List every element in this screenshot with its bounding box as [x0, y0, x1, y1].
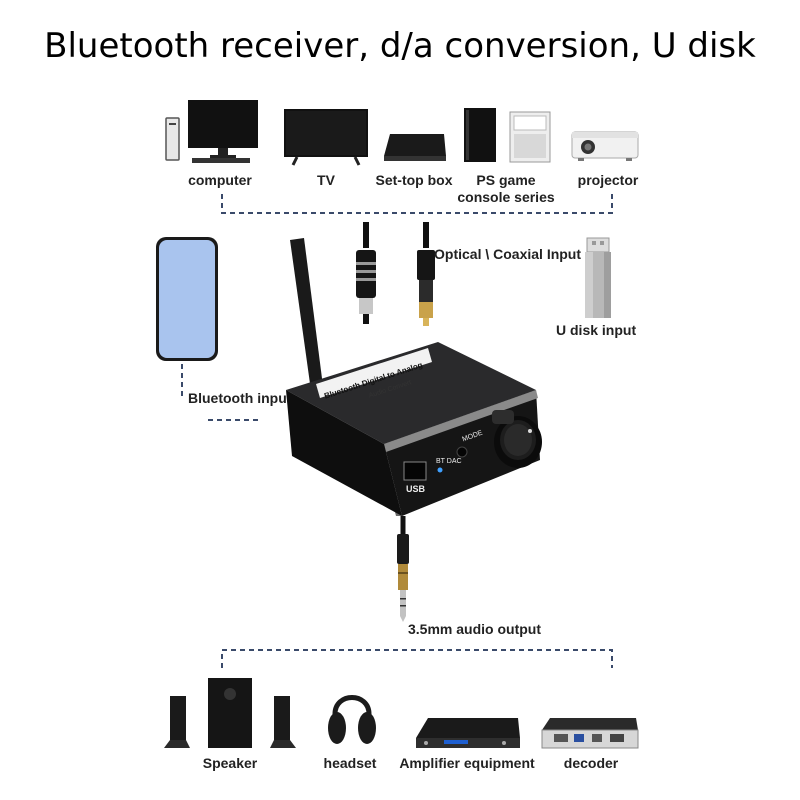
speaker-label: Speaker	[202, 755, 258, 771]
set-top-box-icon	[382, 130, 448, 164]
headset-label: headset	[323, 755, 377, 771]
decoder-icon	[540, 716, 640, 750]
game-console-label: PS game console series	[448, 172, 564, 206]
usb-port-label: USB	[406, 484, 426, 494]
tv-icon	[283, 108, 369, 166]
set-top-box-label: Set-top box	[375, 172, 453, 188]
optical-coaxial-input-label: Optical \ Coaxial Input	[434, 246, 582, 262]
dac-device	[280, 234, 550, 520]
headset-icon	[327, 680, 377, 752]
tv-label: TV	[317, 172, 335, 188]
game-console-label-line1: PS game	[476, 172, 536, 188]
u-disk-input-label: U disk input	[556, 322, 637, 338]
computer-icon	[164, 96, 262, 164]
audio-output-label: 3.5mm audio output	[408, 621, 541, 637]
projector-label: projector	[577, 172, 639, 188]
audio-jack-icon	[388, 516, 418, 626]
phone-icon	[155, 236, 219, 362]
decoder-label: decoder	[563, 755, 619, 771]
game-console-label-line2: console series	[457, 189, 555, 205]
amplifier-label: Amplifier equipment	[399, 755, 535, 771]
speaker-icon	[164, 676, 296, 752]
optical-cable-icon	[340, 222, 450, 328]
u-disk-icon	[584, 236, 612, 320]
game-console-icon	[462, 106, 554, 164]
bt-dac-label: BT DAC	[436, 458, 462, 465]
projector-icon	[570, 128, 640, 164]
computer-label: computer	[188, 172, 252, 188]
amplifier-icon	[414, 716, 522, 750]
page-title: Bluetooth receiver, d/a conversion, U di…	[44, 26, 756, 66]
bluetooth-input-label: Bluetooth input	[188, 390, 292, 406]
